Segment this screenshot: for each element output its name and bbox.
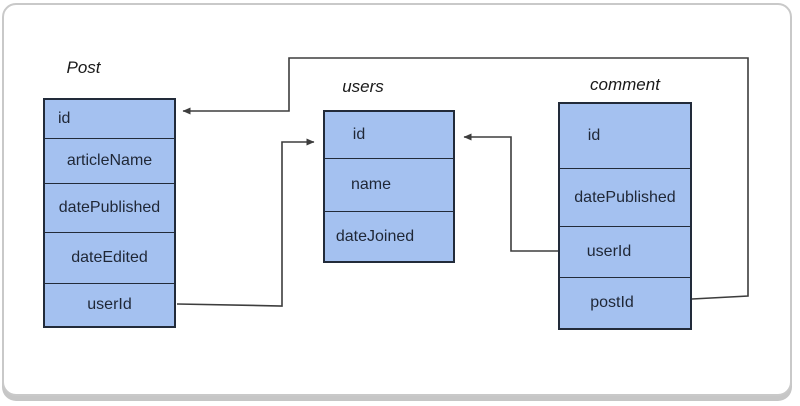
field-label: userId: [586, 242, 632, 260]
field-row: userId: [45, 282, 174, 326]
field-row: id: [560, 104, 690, 168]
field-label: userId: [87, 295, 132, 313]
field-row: id: [45, 100, 174, 138]
table-comment: id datePublished userId postId: [558, 102, 692, 330]
field-row: dateJoined: [325, 211, 453, 261]
field-row: name: [325, 158, 453, 211]
field-row: postId: [560, 276, 690, 328]
table-title-users: users: [342, 77, 384, 96]
field-row: dateEdited: [45, 232, 174, 282]
field-label: datePublished: [58, 199, 161, 217]
field-label: name: [350, 176, 392, 194]
field-label: dateJoined: [335, 227, 415, 245]
field-label: articleName: [66, 151, 153, 169]
field-label: datePublished: [574, 188, 676, 206]
field-row: datePublished: [560, 167, 690, 226]
field-row: articleName: [45, 137, 174, 183]
field-label: id: [587, 126, 601, 144]
connector-post-userid-to-users-id: [176, 138, 315, 307]
field-row: datePublished: [45, 183, 174, 232]
field-row: userId: [560, 226, 690, 276]
table-post: id articleName datePublished dateEdited user…: [43, 98, 176, 328]
field-label: dateEdited: [71, 248, 148, 266]
connector-comment-userid-to-users-id: [463, 133, 558, 252]
field-label: postId: [590, 293, 634, 311]
field-label: id: [352, 126, 366, 144]
table-title-comment: comment: [590, 75, 660, 94]
field-label: id: [58, 109, 71, 127]
field-row: id: [325, 112, 453, 158]
table-title-post: Post: [66, 58, 101, 77]
table-users: id name dateJoined: [323, 110, 455, 263]
